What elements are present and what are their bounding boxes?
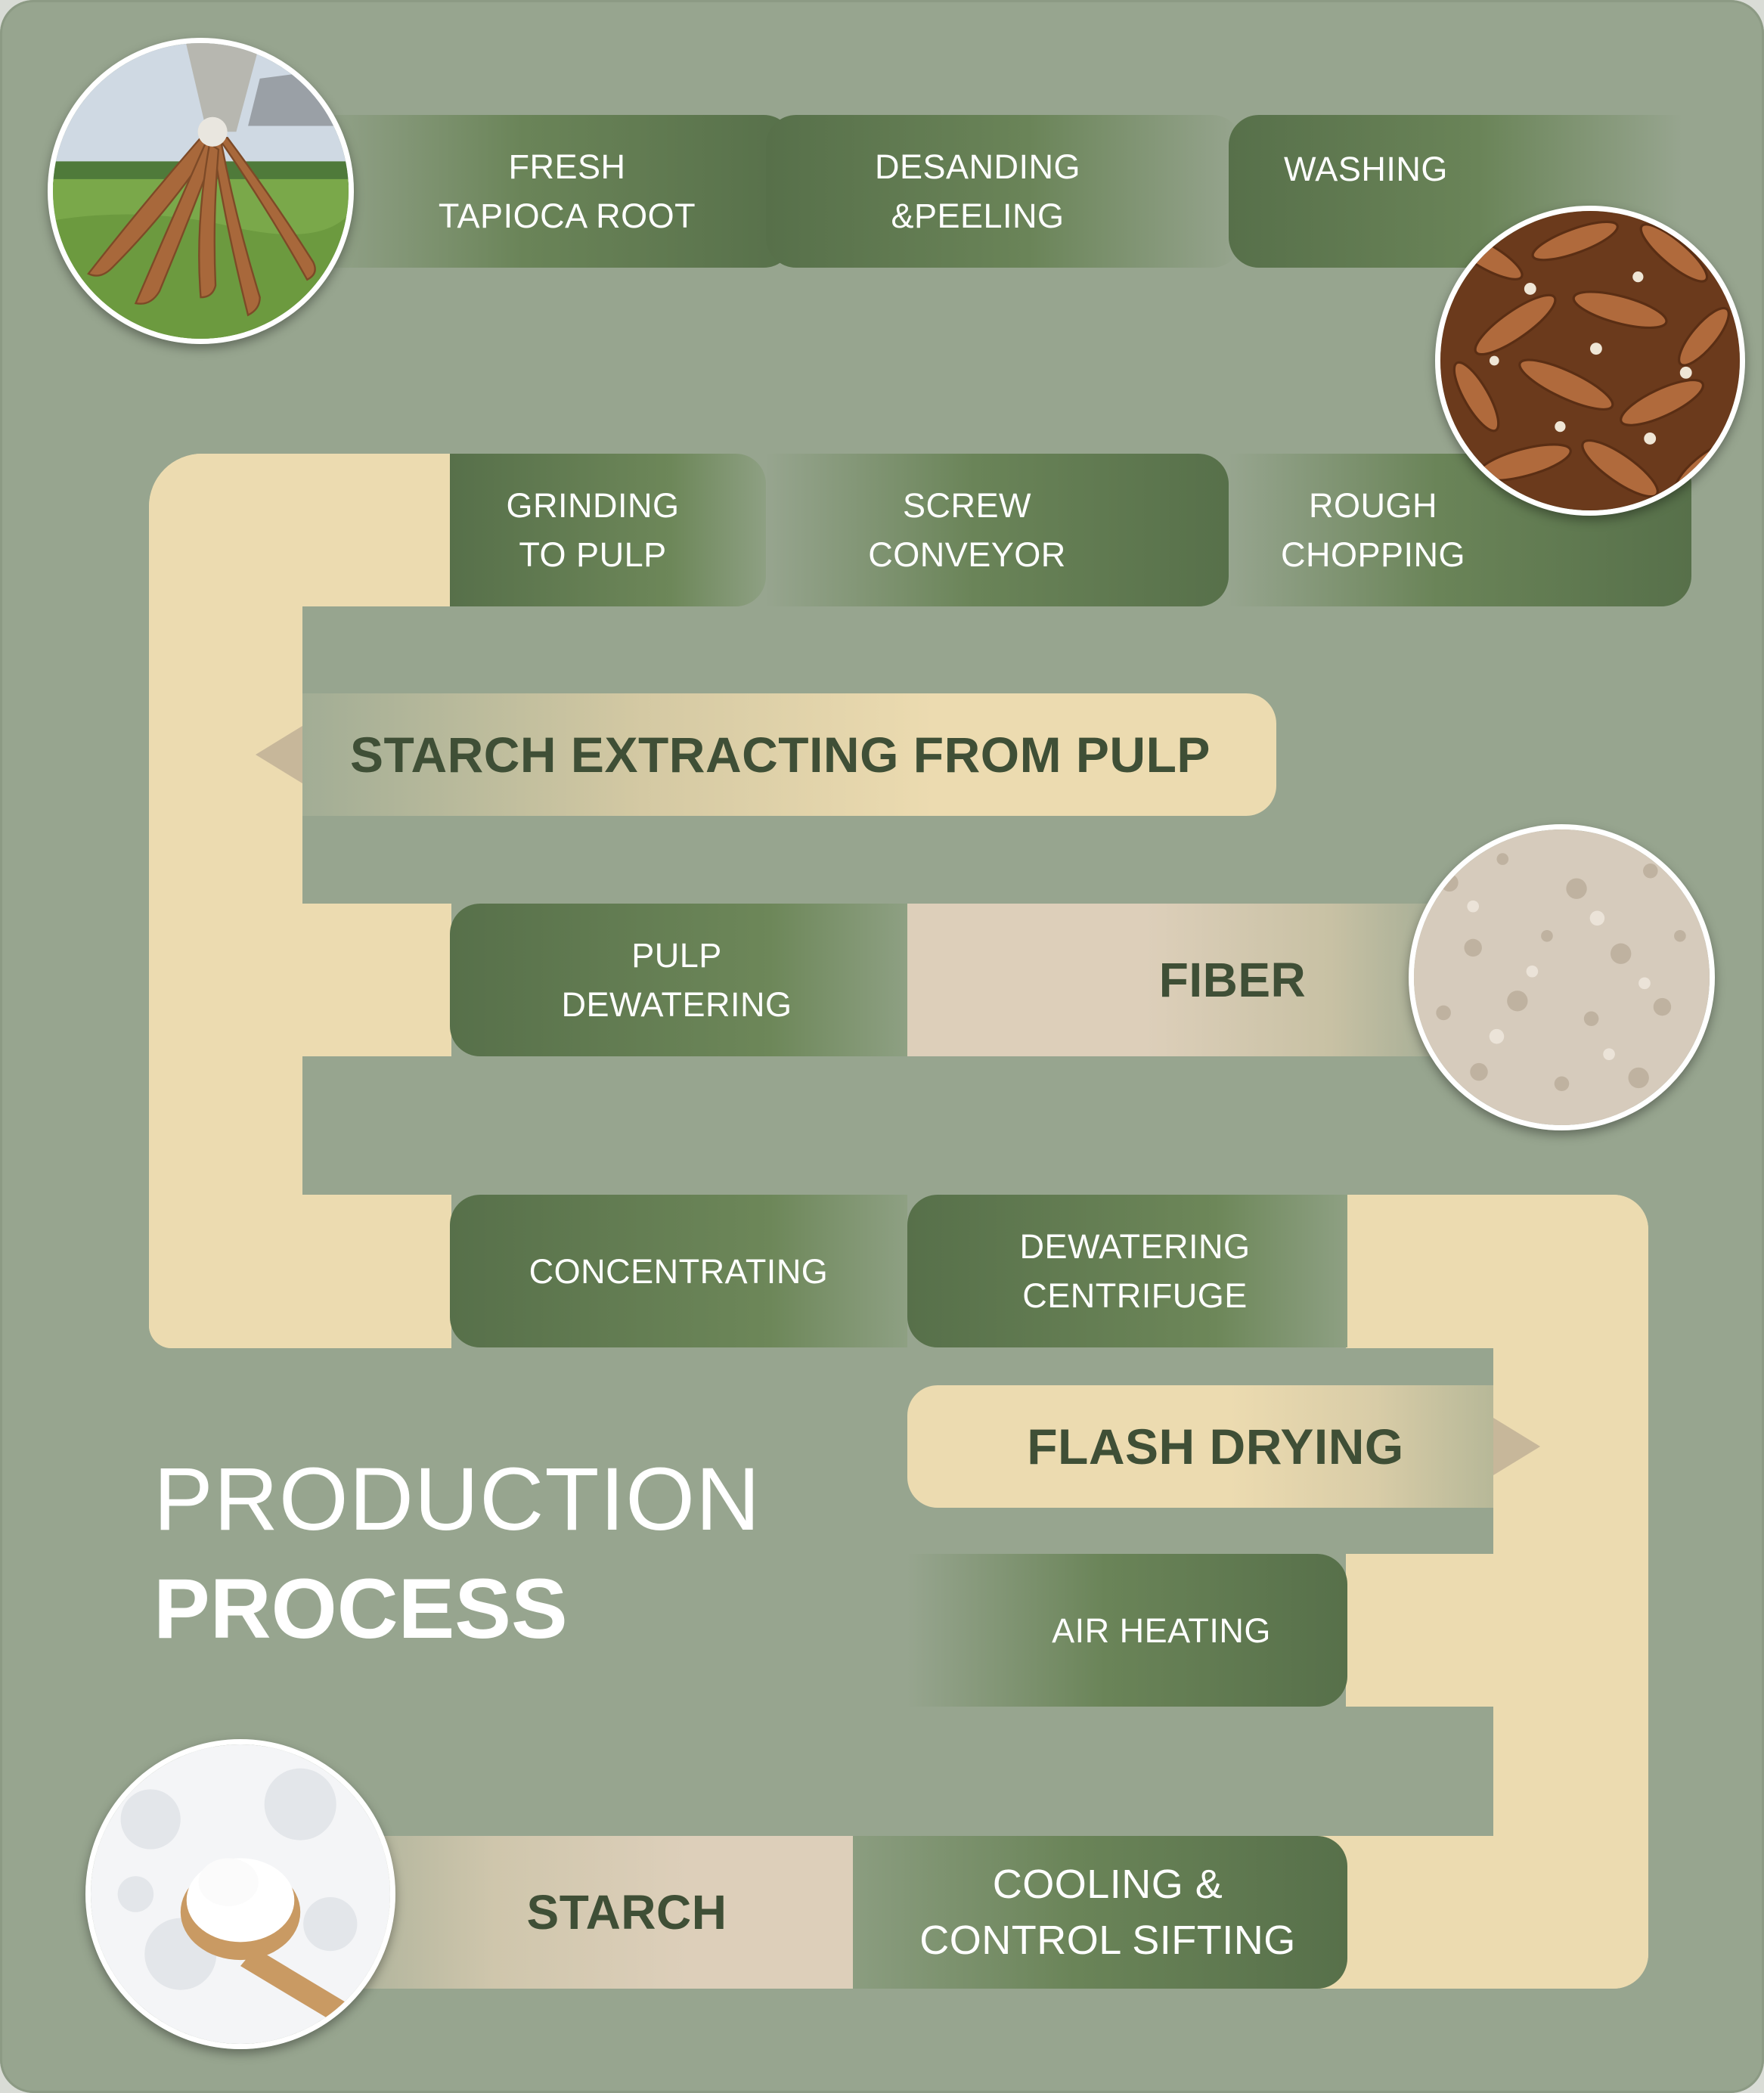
fiber-pulp-photo <box>1409 824 1715 1130</box>
step-air-heating: AIR HEATING <box>907 1554 1347 1707</box>
step-label: STARCH <box>526 1885 727 1940</box>
step-label: STARCH EXTRACTING FROM PULP <box>350 726 1211 783</box>
step-starch-extracting: STARCH EXTRACTING FROM PULP <box>302 693 1276 816</box>
step-dewatering-centrifuge: DEWATERING CENTRIFUGE <box>907 1195 1347 1347</box>
step-concentrating: CONCENTRATING <box>450 1195 907 1347</box>
step-label: FRESH TAPIOCA ROOT <box>438 147 696 235</box>
step-label: GRINDING TO PULP <box>506 486 680 574</box>
title-line-1: PRODUCTION <box>153 1450 761 1549</box>
step-label: PULP DEWATERING <box>561 936 792 1024</box>
step-pulp-dewatering: PULP DEWATERING <box>450 904 907 1056</box>
step-label: SCREW CONVEYOR <box>868 486 1066 574</box>
step-fresh-tapioca-root: FRESH TAPIOCA ROOT <box>302 115 794 268</box>
step-label: COOLING & CONTROL SIFTING <box>919 1862 1296 1963</box>
step-label: ROUGH CHOPPING <box>1280 486 1466 574</box>
fiber-illustration <box>1414 829 1710 1125</box>
flow-path-right-middle <box>1346 1554 1648 1707</box>
step-label: FIBER <box>1158 953 1307 1007</box>
starch-powder-photo <box>85 1739 395 2049</box>
step-label: FLASH DRYING <box>1027 1418 1404 1474</box>
step-cooling-control-sifting: COOLING & CONTROL SIFTING <box>853 1836 1347 1989</box>
flow-path-left-middle <box>149 904 451 1056</box>
cassava-pile-illustration <box>1440 211 1740 510</box>
step-grinding-to-pulp: GRINDING TO PULP <box>450 454 766 606</box>
title-line-2: PROCESS <box>153 1561 568 1656</box>
harvest-illustration <box>53 43 349 339</box>
step-desanding-peeling: DESANDING &PEELING <box>766 115 1242 268</box>
starch-illustration <box>91 1744 390 2044</box>
step-screw-conveyor: SCREW CONVEYOR <box>766 454 1229 606</box>
arrow-right-icon <box>1493 1418 1540 1475</box>
step-fiber: FIBER <box>907 904 1437 1056</box>
step-label: CONCENTRATING <box>529 1251 829 1291</box>
step-label: AIR HEATING <box>1052 1611 1271 1650</box>
step-flash-drying: FLASH DRYING <box>907 1385 1493 1508</box>
tapioca-harvest-photo <box>48 38 354 344</box>
step-label: DESANDING &PEELING <box>874 147 1081 235</box>
step-label: DEWATERING CENTRIFUGE <box>1019 1227 1251 1315</box>
cassava-pile-photo <box>1435 206 1745 516</box>
arrow-left-icon <box>256 726 302 783</box>
step-label: WASHING <box>1284 149 1448 188</box>
flow-path-left-bottom <box>149 1195 451 1348</box>
